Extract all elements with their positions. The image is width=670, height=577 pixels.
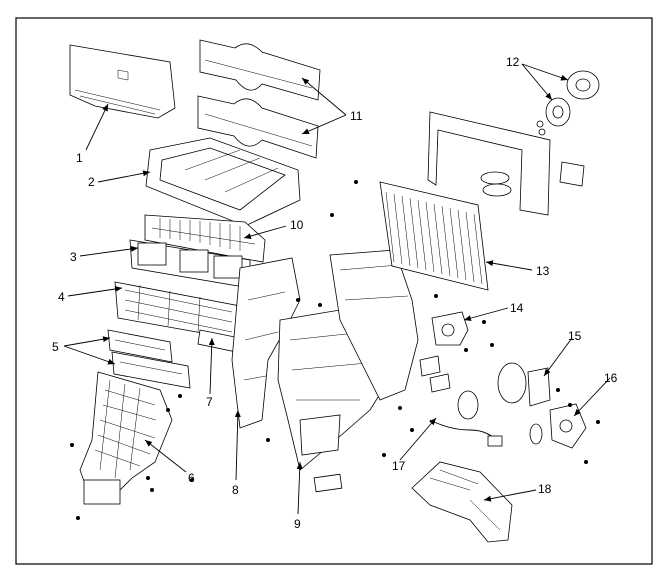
callout-16: 16	[604, 371, 618, 385]
callout-7: 7	[206, 395, 213, 409]
callout-1: 1	[76, 151, 83, 165]
part-rear-duct	[411, 461, 513, 543]
callout-4: 4	[58, 290, 65, 304]
callout-2: 2	[88, 175, 95, 189]
figure-frame	[15, 17, 653, 565]
part-actuator-14	[431, 311, 469, 346]
part-heater-frame	[427, 111, 585, 216]
callout-15: 15	[568, 329, 582, 343]
part-case-left	[231, 257, 301, 429]
callout-13: 13	[536, 264, 550, 278]
part-mode-door-3	[129, 239, 251, 289]
callout-18: 18	[538, 482, 552, 496]
part-insulation-pads	[197, 39, 321, 159]
part-small-doors	[107, 329, 191, 389]
part-filter-cover	[69, 44, 176, 119]
callout-9: 9	[294, 517, 301, 531]
callout-14: 14	[510, 301, 524, 315]
part-actuator-15	[497, 362, 551, 407]
part-floor-duct	[79, 371, 173, 505]
callout-8: 8	[232, 483, 239, 497]
part-actuator-16	[549, 403, 587, 449]
callout-5: 5	[52, 340, 59, 354]
part-filter-frame	[145, 137, 301, 227]
callout-12: 12	[506, 55, 520, 69]
callout-numbers: 1 2 3 4 5 6 7 8 9 10 11 12 13 14 15 16 1…	[52, 55, 618, 531]
part-links-harness	[419, 355, 543, 447]
callout-3: 3	[70, 250, 77, 264]
part-filter-door	[144, 214, 266, 263]
leader-lines	[63, 63, 611, 515]
part-evaporator-core	[379, 181, 489, 291]
callout-11: 11	[350, 109, 363, 123]
screws	[70, 180, 600, 520]
part-mode-door-4	[114, 281, 243, 341]
callout-6: 6	[188, 471, 195, 485]
callout-17: 17	[392, 459, 406, 473]
part-grommets	[536, 70, 600, 136]
callout-10: 10	[290, 218, 304, 232]
